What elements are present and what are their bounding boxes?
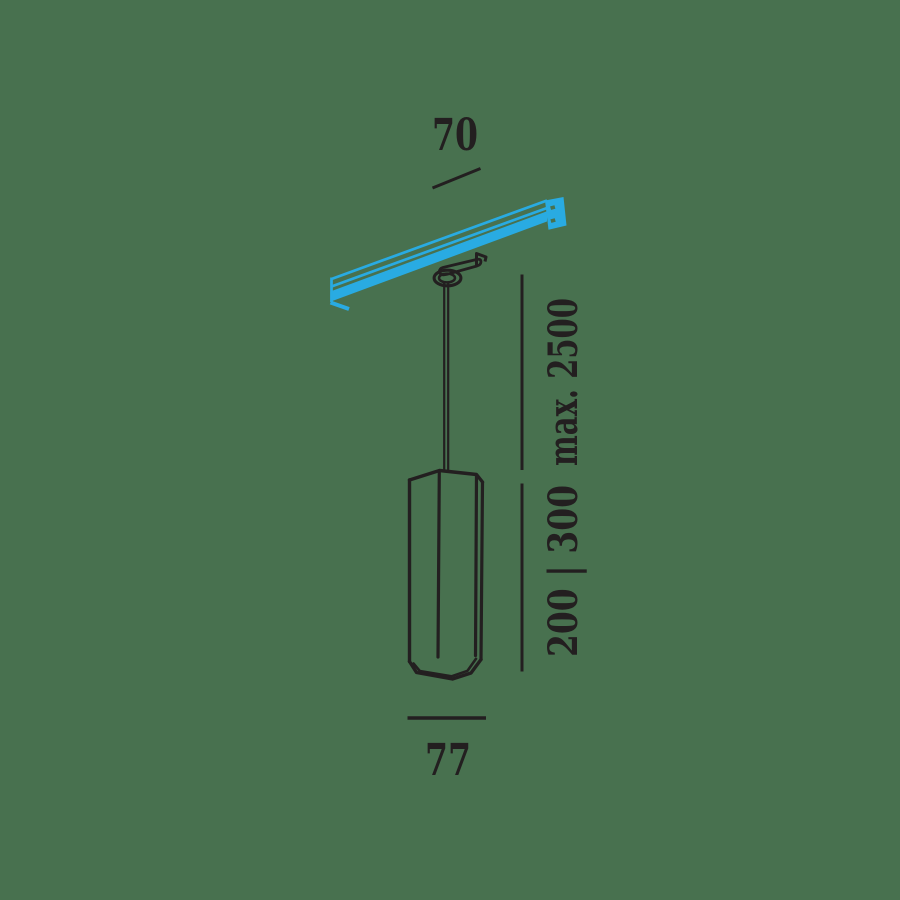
body-height-options-label: 200 | 300 [540, 485, 587, 657]
track-bottom-flange [330, 211, 547, 302]
dimension-right: max. 2500 200 | 300 [520, 274, 587, 672]
track-end-cap-notch-top [550, 205, 556, 210]
pendant-right-outer-edge [479, 480, 485, 662]
suspension-max-label: max. 2500 [540, 298, 587, 466]
adapter-knob-inner [437, 272, 457, 284]
pendant-bottom-rim-inner [412, 657, 478, 678]
pendant-right-inner-edge [473, 473, 479, 658]
track-rail [329, 197, 567, 311]
track-top-back-edge [331, 199, 548, 281]
dimension-top-width: 70 [431, 110, 482, 190]
top-width-label: 70 [432, 110, 478, 161]
dimension-bottom-width: 77 [407, 716, 486, 786]
track-left-lip [329, 300, 350, 311]
pendant-front-edge [436, 469, 441, 659]
pendant-top-rim [407, 468, 485, 484]
pendant-bottom-rim-outer [407, 657, 483, 681]
bottom-width-label: 77 [425, 735, 471, 786]
pendant-body [407, 468, 485, 681]
track-end-cap-notch-bottom [550, 218, 556, 223]
suspension-cable [443, 283, 450, 471]
track-end-cap [545, 197, 567, 230]
track-top-front-edge [331, 206, 548, 288]
top-width-leader-line [431, 167, 482, 190]
